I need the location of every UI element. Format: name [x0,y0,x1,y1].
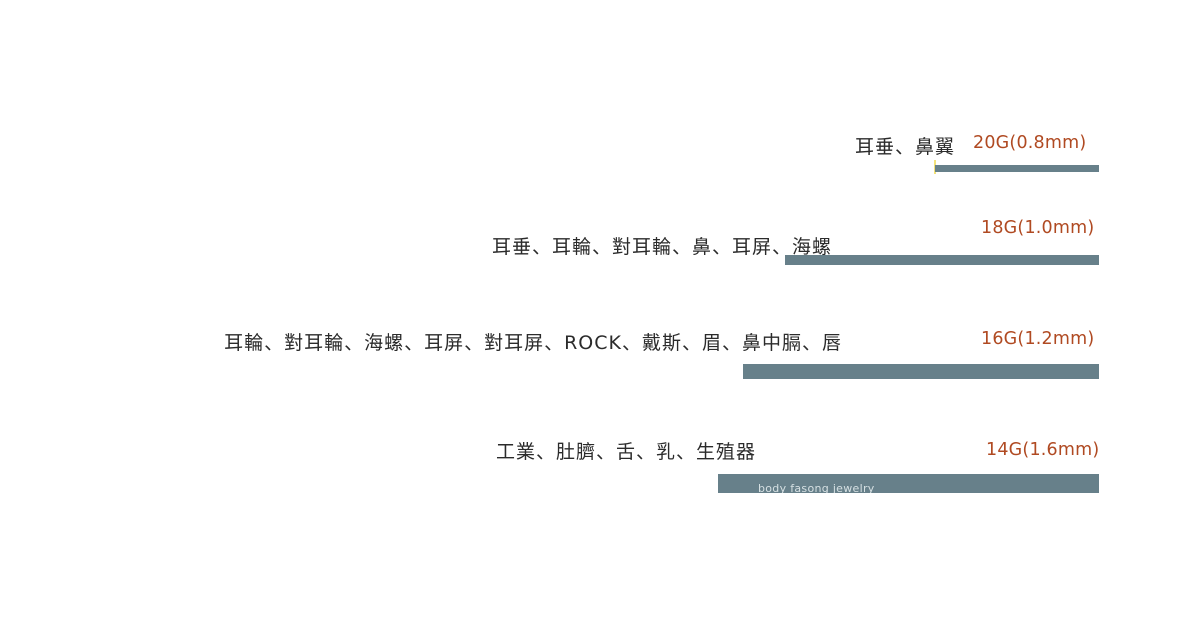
gauge-size-label: 14G(1.6mm) [986,440,1100,460]
piercing-parts-label: 耳垂、耳輪、對耳輪、鼻、耳屏、海螺 [491,236,832,258]
watermark-text: body fasong jewelry [758,482,875,493]
gauge-thickness-bar [935,165,1099,172]
bar-edge-marker [934,160,936,174]
piercing-parts-label: 工業、肚臍、舌、乳、生殖器 [495,441,756,463]
gauge-thickness-bar [743,364,1099,379]
gauge-thickness-bar [718,474,1099,493]
piercing-parts-label: 耳垂、鼻翼 [854,136,955,158]
piercing-parts-label: 耳輪、對耳輪、海螺、耳屏、對耳屏、ROCK、戴斯、眉、鼻中膈、唇 [224,332,842,354]
gauge-size-label: 20G(0.8mm) [973,133,1087,153]
gauge-size-label: 16G(1.2mm) [981,329,1095,349]
gauge-thickness-bar [785,255,1099,265]
gauge-size-label: 18G(1.0mm) [981,218,1095,238]
